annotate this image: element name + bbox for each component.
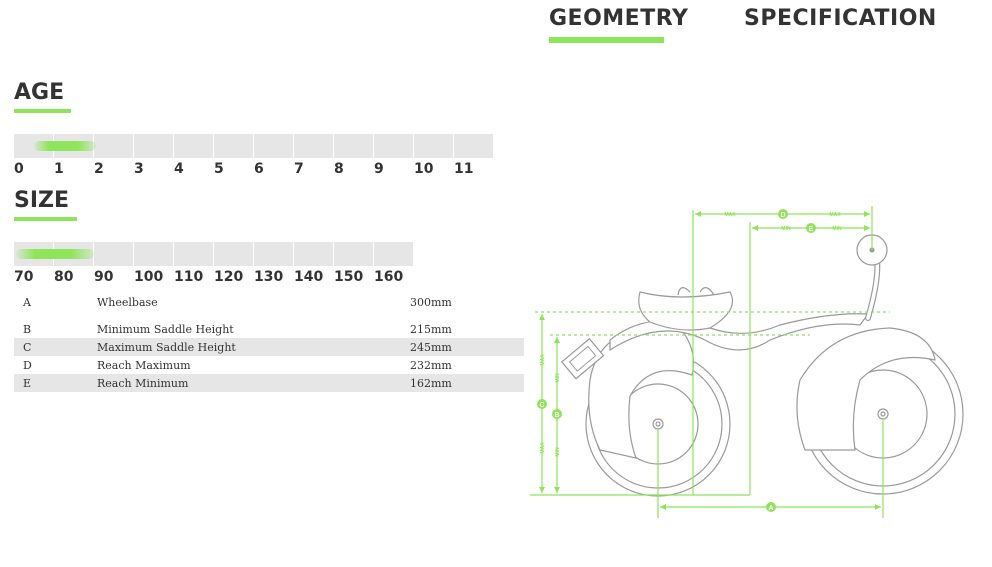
tab-specification[interactable]: SPECIFICATION: [744, 6, 937, 31]
badge-b: B: [554, 412, 559, 419]
geometry-value: 300mm: [410, 296, 452, 309]
size-tick: 140: [294, 269, 324, 285]
age-tick: 8: [334, 161, 344, 177]
geometry-key: D: [23, 358, 32, 372]
size-title: SIZE: [14, 188, 77, 221]
table-row: C Maximum Saddle Height 245mm: [14, 338, 524, 356]
table-row: E Reach Minimum 162mm: [14, 374, 524, 392]
geometry-table: A Wheelbase 300mm B Minimum Saddle Heigh…: [14, 296, 524, 392]
geometry-value: 162mm: [410, 374, 524, 392]
dimension-badges: D E C B A: [537, 209, 816, 512]
geometry-value: 215mm: [410, 322, 452, 336]
table-row: D Reach Maximum 232mm: [14, 356, 524, 374]
geometry-value: 245mm: [410, 338, 524, 356]
size-tick: 130: [254, 269, 284, 285]
label-min: MIN: [555, 373, 561, 383]
age-tick: 6: [254, 161, 264, 177]
age-bar: [14, 134, 494, 158]
rear-box-icon: [560, 337, 605, 380]
size-tick: 150: [334, 269, 364, 285]
badge-d: D: [780, 212, 785, 219]
age-tick: 5: [214, 161, 224, 177]
badge-c: C: [539, 402, 544, 409]
age-range-fill: [34, 141, 96, 151]
badge-a: A: [768, 505, 773, 512]
label-min: MIN: [555, 447, 561, 457]
geometry-name: Reach Maximum: [97, 358, 191, 372]
age-tick: 9: [374, 161, 384, 177]
size-tick: 160: [374, 269, 404, 285]
range-labels: MAX MAX MIN MIN MAX MAX MIN MIN: [540, 212, 842, 457]
age-scale: 0 1 2 3 4 5 6 7 8 9 10 11: [14, 161, 494, 181]
geometry-value: 232mm: [410, 358, 452, 372]
geometry-name: Wheelbase: [97, 296, 158, 309]
age-tick: 3: [134, 161, 144, 177]
size-range-fill: [16, 249, 94, 259]
geometry-key: A: [23, 296, 31, 309]
dimension-arrows: [539, 211, 881, 510]
size-tick: 80: [54, 269, 74, 285]
table-row: B Minimum Saddle Height 215mm: [14, 320, 524, 338]
geometry-name: Reach Minimum: [97, 374, 410, 392]
size-tick: 90: [94, 269, 114, 285]
label-max: MAX: [724, 212, 736, 218]
age-title: AGE: [14, 80, 71, 113]
front-guard-icon: [796, 327, 936, 451]
age-tick: 11: [454, 161, 474, 177]
size-bar: [14, 242, 414, 266]
label-max: MAX: [540, 442, 546, 454]
age-tick: 10: [414, 161, 434, 177]
age-tick: 7: [294, 161, 304, 177]
age-tick: 4: [174, 161, 184, 177]
bike-geometry-diagram: D E C B A MAX MAX MIN MIN MAX MAX MIN MI…: [530, 206, 964, 518]
size-tick: 110: [174, 269, 204, 285]
size-tick: 100: [134, 269, 164, 285]
age-tick: 1: [54, 161, 64, 177]
label-max: MAX: [829, 212, 841, 218]
saddle-icon: [638, 291, 734, 331]
label-min: MIN: [781, 226, 791, 232]
geometry-name: Maximum Saddle Height: [97, 338, 410, 356]
label-min: MIN: [832, 226, 842, 232]
table-row: A Wheelbase 300mm: [14, 296, 524, 320]
age-tick: 0: [14, 161, 24, 177]
geometry-key: E: [14, 374, 97, 392]
size-tick: 120: [214, 269, 244, 285]
rear-guard-icon: [588, 326, 695, 459]
tab-geometry[interactable]: GEOMETRY: [549, 6, 688, 43]
label-max: MAX: [540, 354, 546, 366]
size-tick: 70: [14, 269, 34, 285]
geometry-key: B: [23, 322, 32, 336]
geometry-key: C: [14, 338, 97, 356]
size-scale: 70 80 90 100 110 120 130 140 150 160: [14, 269, 434, 289]
geometry-name: Minimum Saddle Height: [97, 322, 234, 336]
age-tick: 2: [94, 161, 104, 177]
badge-e: E: [809, 226, 814, 233]
